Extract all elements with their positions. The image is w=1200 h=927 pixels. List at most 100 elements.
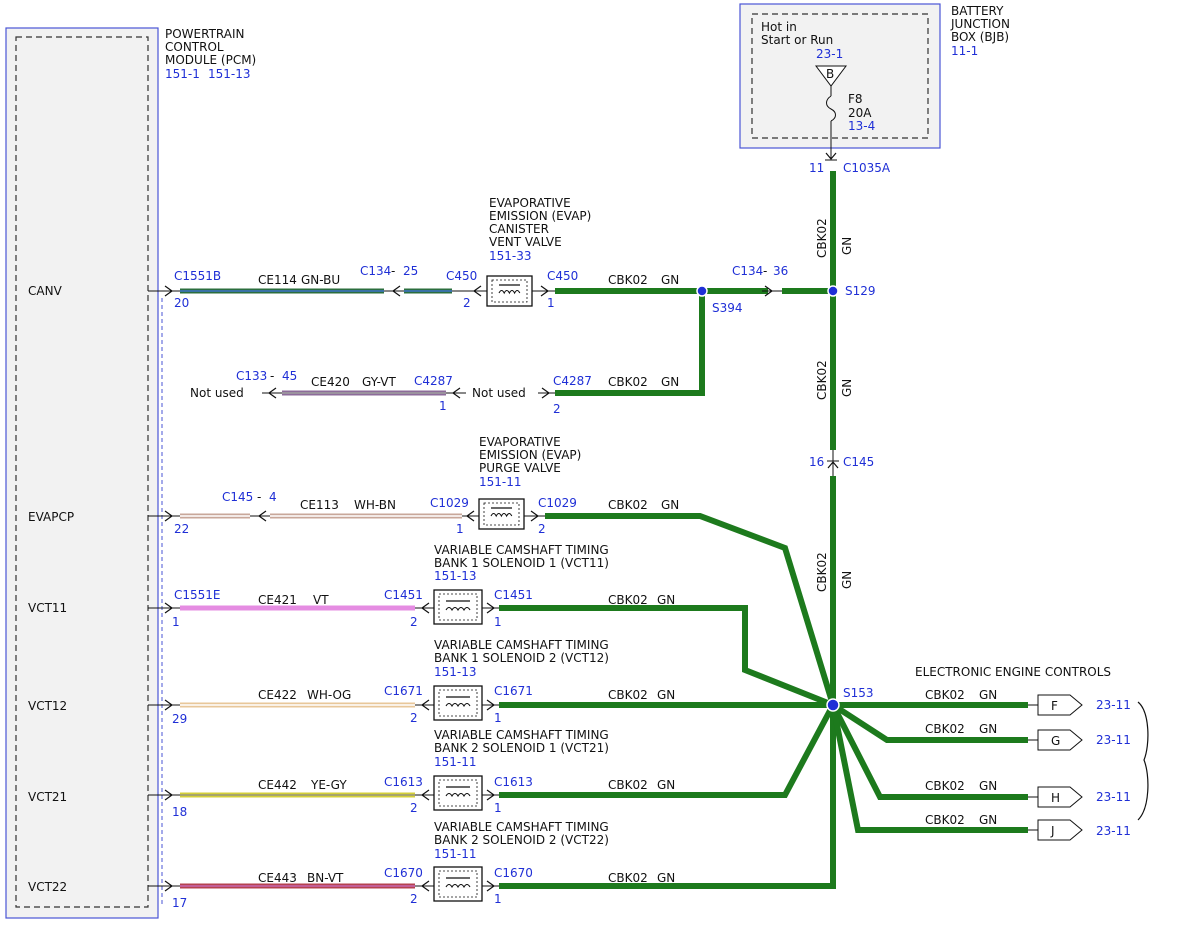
purge-valve[interactable]: [478, 498, 525, 530]
c4287-right-conn[interactable]: C4287: [553, 374, 592, 388]
vert-code-3: CBK02: [815, 552, 829, 592]
canister-vent-ref[interactable]: 151-33: [489, 249, 532, 263]
c134-25-conn[interactable]: C134: [360, 264, 391, 278]
c1451-left-pin[interactable]: 2: [410, 615, 418, 629]
c1670-right-pin[interactable]: 1: [494, 892, 502, 906]
wire-cbk02-vct22[interactable]: [499, 705, 836, 889]
eec-output-h[interactable]: H: [1037, 786, 1083, 808]
purge-valve-ref[interactable]: 151-11: [479, 475, 522, 489]
bjb-hot-ref[interactable]: 23-1: [816, 47, 843, 61]
c1029-left-conn[interactable]: C1029: [430, 496, 469, 510]
vct21-ref[interactable]: 151-11: [434, 755, 477, 769]
canv-pcm-connector-icon: [164, 285, 174, 297]
eec-output-g[interactable]: G: [1037, 729, 1083, 751]
c1451-right-conn[interactable]: C1451: [494, 588, 533, 602]
vct11-pcm-conn[interactable]: C1551E: [174, 588, 221, 602]
c1613-right-conn[interactable]: C1613: [494, 775, 533, 789]
ce113-color: WH-BN: [354, 498, 396, 512]
c1670-left-pin[interactable]: 2: [410, 892, 418, 906]
purge-valve-title-2: EMISSION (EVAP): [479, 448, 581, 462]
vct22-ref[interactable]: 151-11: [434, 847, 477, 861]
solenoid-coil-icon: [445, 606, 471, 612]
c1671-left-pin[interactable]: 2: [410, 711, 418, 725]
vct12-solenoid[interactable]: [433, 685, 483, 721]
eec-output-f-ref[interactable]: 23-11: [1096, 698, 1131, 712]
c145-4-conn[interactable]: C145: [222, 490, 253, 504]
c450-right-pin[interactable]: 1: [547, 296, 555, 310]
c450-right-conn[interactable]: C450: [547, 269, 578, 283]
eec-output-h-ref[interactable]: 23-11: [1096, 790, 1131, 804]
wire-cbk02-vct21[interactable]: [499, 703, 836, 798]
pcm-inner-dashed: [15, 36, 149, 908]
c145-pin[interactable]: 16: [809, 455, 824, 469]
c133-conn[interactable]: C133: [236, 369, 267, 383]
vct11-title-1: VARIABLE CAMSHAFT TIMING: [434, 543, 609, 557]
c1029-left-pin[interactable]: 1: [456, 522, 464, 536]
bjb-out-pin[interactable]: 11: [809, 161, 824, 175]
canister-vent-valve[interactable]: [486, 275, 533, 307]
c4287-right-pin[interactable]: 2: [553, 402, 561, 416]
c134-36-conn[interactable]: C134: [732, 264, 763, 278]
c133-pin[interactable]: 45: [282, 369, 297, 383]
c450-left-pin[interactable]: 2: [463, 296, 471, 310]
c1671-left-conn[interactable]: C1671: [384, 684, 423, 698]
splice-s129[interactable]: [827, 285, 839, 297]
c1613-left-pin[interactable]: 2: [410, 801, 418, 815]
vct21-solenoid[interactable]: [433, 775, 483, 811]
vct11-pcm-pin[interactable]: 1: [172, 615, 180, 629]
vct12-ref[interactable]: 151-13: [434, 665, 477, 679]
evapcp-pcm-pin[interactable]: 22: [174, 522, 189, 536]
vct21-pcm-pin[interactable]: 18: [172, 805, 187, 819]
c1671-right-pin[interactable]: 1: [494, 711, 502, 725]
vct22-solenoid[interactable]: [433, 866, 483, 902]
wire-cbk02-purge[interactable]: [545, 513, 836, 706]
bjb-hot-letter: B: [826, 67, 834, 81]
wire-cbk02-out-h[interactable]: [830, 703, 1028, 800]
eec-output-f[interactable]: F: [1037, 694, 1083, 716]
wire-cbk02-c4287[interactable]: [555, 291, 705, 396]
bjb-fuse-ref[interactable]: 13-4: [848, 119, 875, 133]
eec-output-j[interactable]: J: [1037, 819, 1083, 841]
c145-conn[interactable]: C145: [843, 455, 874, 469]
c1670-right-conn[interactable]: C1670: [494, 866, 533, 880]
c1451-right-pin[interactable]: 1: [494, 615, 502, 629]
bjb-ref[interactable]: 11-1: [951, 44, 978, 58]
canv-pcm-pin[interactable]: 20: [174, 296, 189, 310]
c1029-right-conn[interactable]: C1029: [538, 496, 577, 510]
vct22-pcm-pin[interactable]: 17: [172, 896, 187, 910]
c134-25-pin[interactable]: 25: [403, 264, 418, 278]
vct21-title-1: VARIABLE CAMSHAFT TIMING: [434, 728, 609, 742]
eec-output-f-flag: [1037, 694, 1083, 716]
eec-output-g-ref[interactable]: 23-11: [1096, 733, 1131, 747]
wire-cbk02-out-j[interactable]: [830, 704, 1028, 833]
c1671-right-conn[interactable]: C1671: [494, 684, 533, 698]
c1613-left-conn[interactable]: C1613: [384, 775, 423, 789]
vct11-solenoid[interactable]: [433, 589, 483, 625]
purge-valve-box: [478, 498, 525, 530]
c134-36-pin[interactable]: 36: [773, 264, 788, 278]
c1670-left-conn[interactable]: C1670: [384, 866, 423, 880]
c450-left-conn[interactable]: C450: [446, 269, 477, 283]
splice-s394[interactable]: [696, 285, 708, 297]
ce113-code: CE113: [300, 498, 339, 512]
canv-pcm-conn[interactable]: C1551B: [174, 269, 221, 283]
eec-output-j-ref[interactable]: 23-11: [1096, 824, 1131, 838]
pcm-module[interactable]: [5, 27, 159, 919]
c1451-left-conn[interactable]: C1451: [384, 588, 423, 602]
c1029-right-pin[interactable]: 2: [538, 522, 546, 536]
c1671-right-connector-icon: [486, 699, 496, 711]
pcm-ref-1[interactable]: 151-1: [165, 67, 200, 81]
wire-cbk02-vct11[interactable]: [499, 605, 835, 708]
bjb-module[interactable]: [739, 3, 941, 149]
c4287-left-pin[interactable]: 1: [439, 399, 447, 413]
c145-4-pin[interactable]: 4: [269, 490, 277, 504]
vct11-ref[interactable]: 151-13: [434, 569, 477, 583]
lbl-vct12-color: GN: [657, 688, 675, 702]
c1613-right-pin[interactable]: 1: [494, 801, 502, 815]
splice-s153[interactable]: [826, 698, 840, 712]
pcm-ref-2[interactable]: 151-13: [208, 67, 251, 81]
wire-cbk02-out-g[interactable]: [831, 702, 1028, 743]
c4287-left-conn[interactable]: C4287: [414, 374, 453, 388]
bjb-out-conn[interactable]: C1035A: [843, 161, 891, 175]
vct12-pcm-pin[interactable]: 29: [172, 712, 187, 726]
